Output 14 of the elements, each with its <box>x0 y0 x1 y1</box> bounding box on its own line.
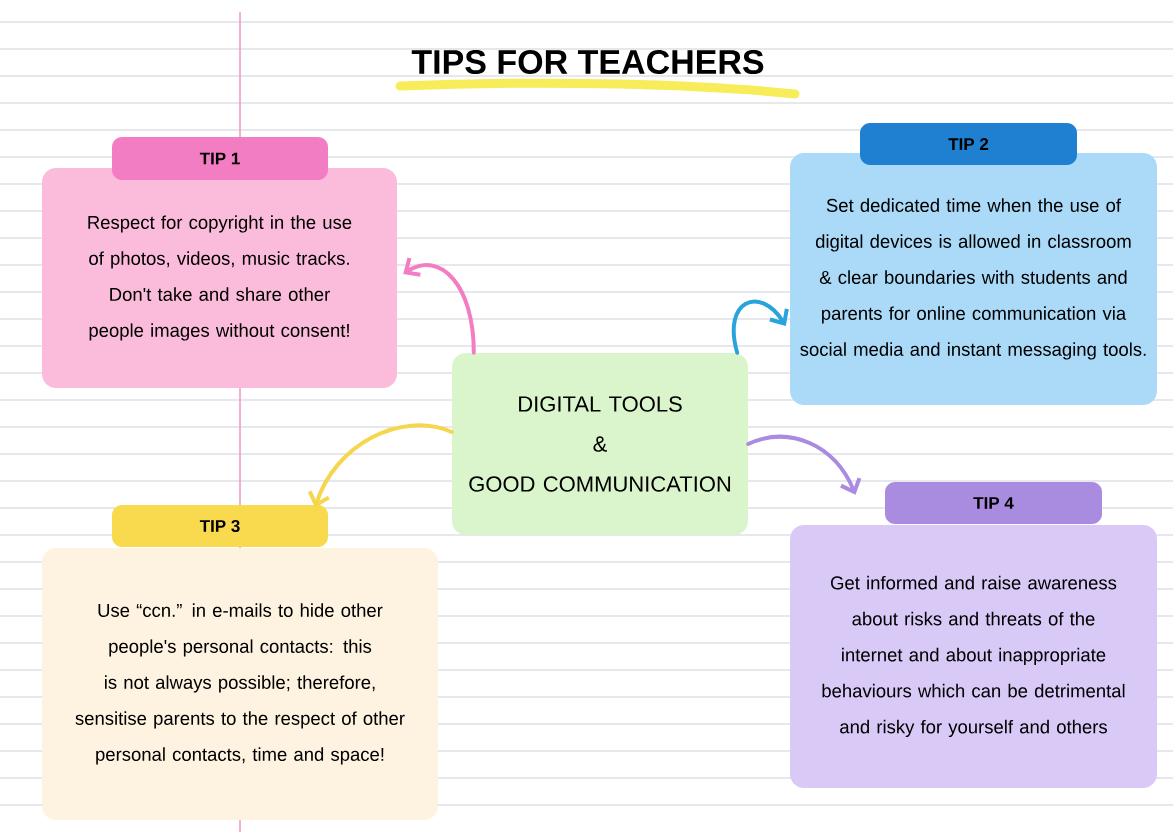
tip-tab: TIP 3 <box>112 505 328 547</box>
topic-box: DIGITAL TOOLS & GOOD COMMUNICATION <box>452 353 748 535</box>
tip-tab: TIP 2 <box>860 123 1077 165</box>
tip-card: Respect for copyright in the use of photos, videos, music tracks. Don't take and share other people images without consent! <box>42 168 397 388</box>
title: TIPS FOR TEACHERS <box>411 49 764 75</box>
tip-card: Get informed and raise awareness about risks and threats of the internet and about inappropriate behaviours which can be detrimental and risky for yourself and others <box>790 525 1157 788</box>
curved-arrow <box>746 434 862 495</box>
curved-arrow <box>403 257 476 355</box>
curved-arrow <box>731 299 789 355</box>
tip-tab: TIP 1 <box>112 137 328 180</box>
tip-card: Set dedicated time when the use of digital devices is allowed in classroom & clear boundaries with students and parents for online communication via social media and instant messaging tools. <box>790 153 1157 405</box>
tip-tab: TIP 4 <box>885 482 1102 524</box>
curved-arrow <box>307 423 454 508</box>
tip-card: Use “ccn.” in e-mails to hide other people's personal contacts: this is not always possible; therefore, sensitise parents to the respect of other personal contacts, time and space! <box>42 548 438 820</box>
